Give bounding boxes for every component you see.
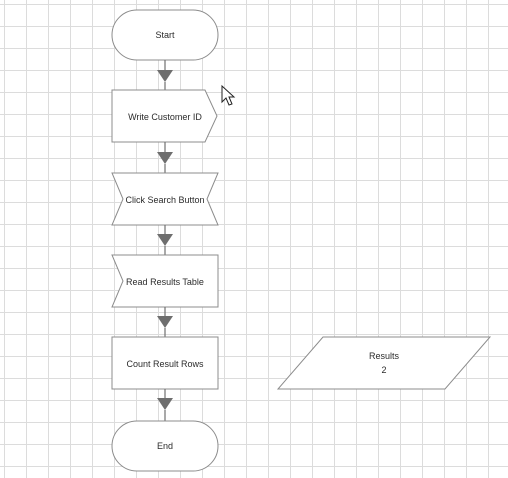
connector-write-to-click: [157, 142, 173, 173]
click-search-button-label: Click Search Button: [125, 195, 204, 205]
start-node-label: Start: [155, 30, 175, 40]
end-node-label: End: [157, 441, 173, 451]
count-result-rows-node[interactable]: Count Result Rows: [111, 336, 219, 390]
connector-count-to-end: [157, 389, 173, 421]
write-customer-id-node[interactable]: Write Customer ID: [111, 89, 218, 143]
connector-start-to-write: [157, 60, 173, 90]
mouse-cursor-icon: [221, 84, 236, 106]
start-node[interactable]: Start: [111, 9, 219, 61]
end-node[interactable]: End: [111, 420, 219, 472]
read-results-table-node[interactable]: Read Results Table: [111, 254, 219, 308]
results-output-title: Results: [369, 351, 400, 361]
write-customer-id-label: Write Customer ID: [128, 112, 202, 122]
connector-click-to-read: [157, 225, 173, 255]
read-results-table-label: Read Results Table: [126, 277, 204, 287]
count-result-rows-label: Count Result Rows: [126, 359, 204, 369]
connector-read-to-count: [157, 307, 173, 337]
click-search-button-node[interactable]: Click Search Button: [111, 172, 219, 226]
results-output-value: 2: [381, 365, 386, 375]
results-output-node[interactable]: Results 2: [276, 336, 492, 390]
